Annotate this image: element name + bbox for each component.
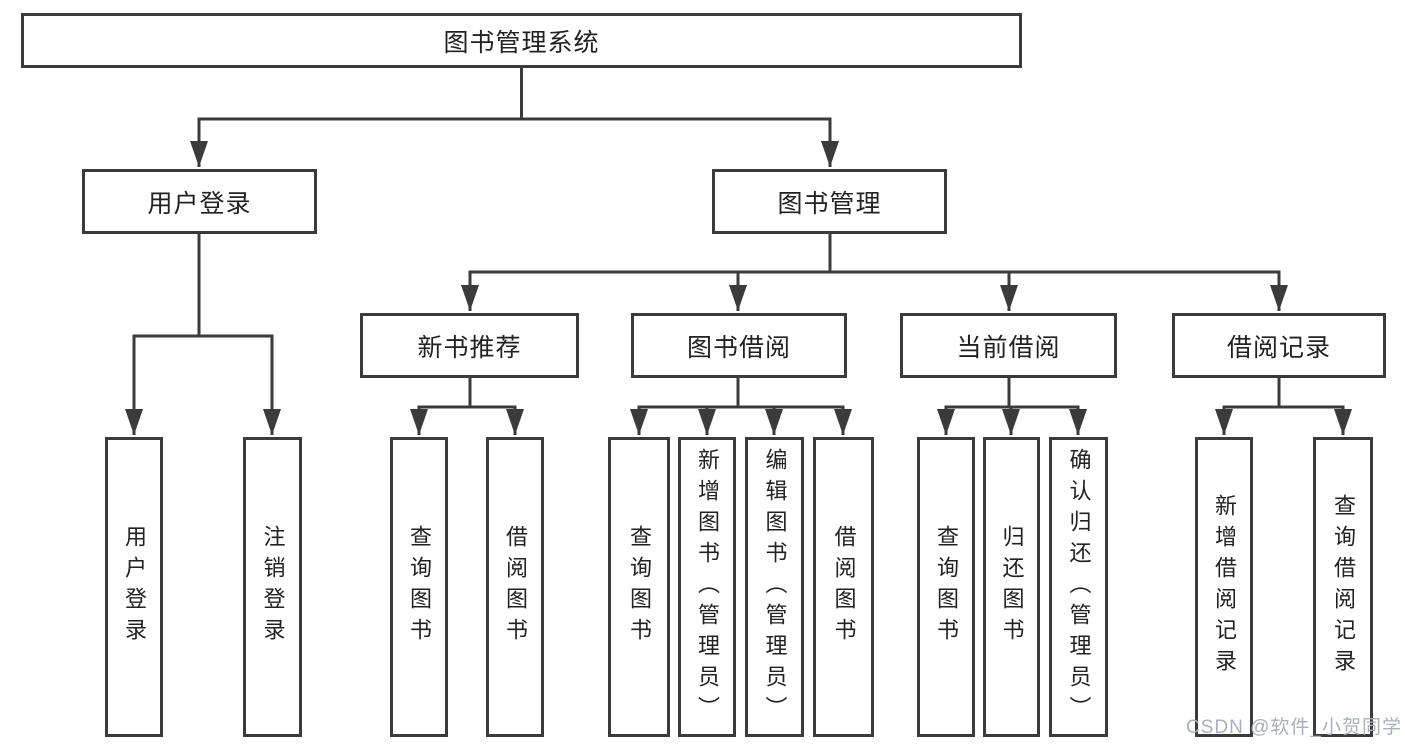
connector-root-to-level2 bbox=[190, 68, 839, 167]
leaf-confirm-return-admin-label: 确认归还（管理员） bbox=[1066, 447, 1092, 727]
watermark: CSDN @软件_小贺同学 bbox=[1186, 717, 1402, 738]
leaf-add-books-admin: 新增图书（管理员） bbox=[678, 437, 736, 737]
leaf-return-books-label: 归还图书 bbox=[999, 525, 1025, 649]
leaf-logout: 注销登录 bbox=[243, 437, 302, 737]
connector-current-borrow-children bbox=[937, 378, 1087, 435]
connector-borrow-records-children bbox=[1215, 378, 1352, 435]
leaf-query-borrow-record-label: 查询借阅记录 bbox=[1331, 494, 1356, 680]
leaf-add-borrow-record-label: 新增借阅记录 bbox=[1212, 494, 1237, 680]
leaf-user-login: 用户登录 bbox=[105, 437, 163, 737]
leaf-borrow-books-label: 借阅图书 bbox=[831, 525, 857, 649]
leaf-borrow-query-books: 查询图书 bbox=[608, 437, 670, 737]
leaf-add-books-admin-label: 新增图书（管理员） bbox=[695, 447, 720, 727]
node-library-system: 图书管理系统 bbox=[21, 13, 1022, 68]
node-user-login-label: 用户登录 bbox=[147, 189, 252, 218]
leaf-current-query-books: 查询图书 bbox=[917, 437, 975, 737]
node-borrow-records-label: 借阅记录 bbox=[1226, 333, 1331, 362]
leaf-return-books: 归还图书 bbox=[983, 437, 1040, 737]
node-current-borrow-label: 当前借阅 bbox=[956, 333, 1061, 362]
leaf-borrow-books: 借阅图书 bbox=[813, 437, 874, 737]
connector-user-login-children bbox=[125, 234, 281, 435]
node-current-borrow: 当前借阅 bbox=[900, 313, 1117, 378]
node-new-book-recommend: 新书推荐 bbox=[360, 313, 579, 378]
leaf-confirm-return-admin: 确认归还（管理员） bbox=[1049, 437, 1108, 737]
node-book-borrow: 图书借阅 bbox=[631, 313, 847, 378]
node-book-management-label: 图书管理 bbox=[777, 189, 882, 218]
node-library-system-label: 图书管理系统 bbox=[443, 28, 600, 57]
leaf-user-login-label: 用户登录 bbox=[122, 525, 147, 649]
leaf-recommend-query-books-label: 查询图书 bbox=[407, 525, 432, 649]
leaf-recommend-borrow-books: 借阅图书 bbox=[486, 437, 544, 737]
leaf-borrow-query-books-label: 查询图书 bbox=[627, 525, 652, 649]
leaf-edit-books-admin: 编辑图书（管理员） bbox=[745, 437, 804, 737]
node-book-management: 图书管理 bbox=[712, 169, 947, 234]
leaf-recommend-borrow-books-label: 借阅图书 bbox=[503, 525, 528, 649]
connector-book-management-children bbox=[461, 234, 1288, 311]
leaf-query-borrow-record: 查询借阅记录 bbox=[1313, 437, 1373, 737]
connector-new-book-recommend-children bbox=[410, 378, 524, 435]
leaf-logout-label: 注销登录 bbox=[260, 525, 286, 649]
node-new-book-recommend-label: 新书推荐 bbox=[417, 333, 522, 362]
node-borrow-records: 借阅记录 bbox=[1172, 313, 1386, 378]
node-book-borrow-label: 图书借阅 bbox=[686, 333, 791, 362]
leaf-add-borrow-record: 新增借阅记录 bbox=[1195, 437, 1253, 737]
connector-book-borrow-children bbox=[630, 378, 852, 435]
leaf-edit-books-admin-label: 编辑图书（管理员） bbox=[762, 447, 788, 727]
leaf-current-query-books-label: 查询图书 bbox=[934, 525, 959, 649]
node-user-login: 用户登录 bbox=[82, 169, 317, 234]
leaf-recommend-query-books: 查询图书 bbox=[390, 437, 448, 737]
